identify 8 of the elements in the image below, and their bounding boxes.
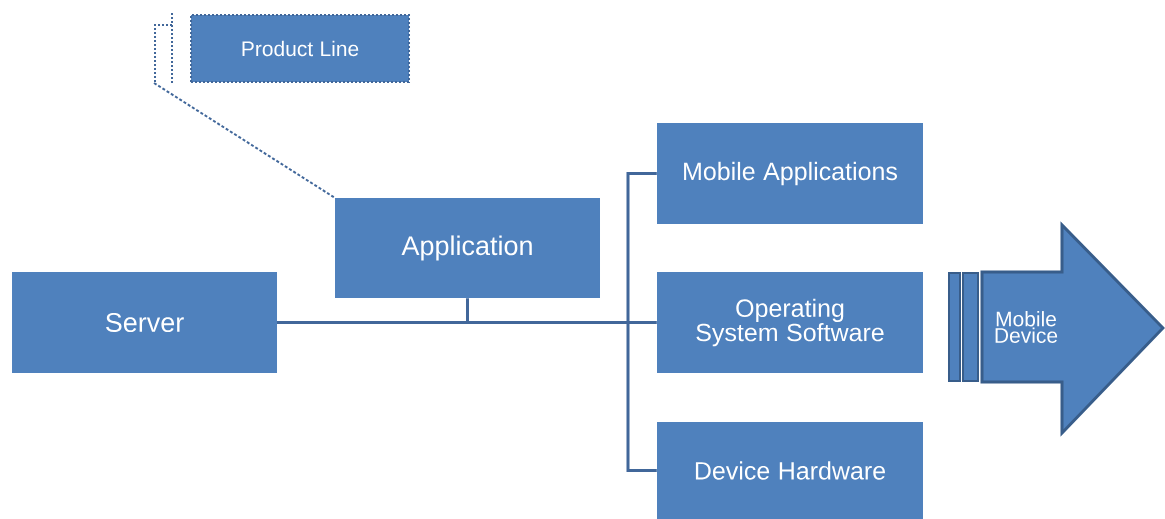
process-box: Mobile Applications [657, 123, 923, 224]
callout-box: Product Line [190, 14, 410, 83]
leader-line [153, 82, 336, 199]
connector-line [277, 321, 657, 472]
process-box: Device Hardware [657, 422, 923, 519]
process-box: Operating System Software [657, 272, 923, 373]
process-box: Server [12, 272, 277, 373]
process-box: Application [335, 198, 600, 298]
